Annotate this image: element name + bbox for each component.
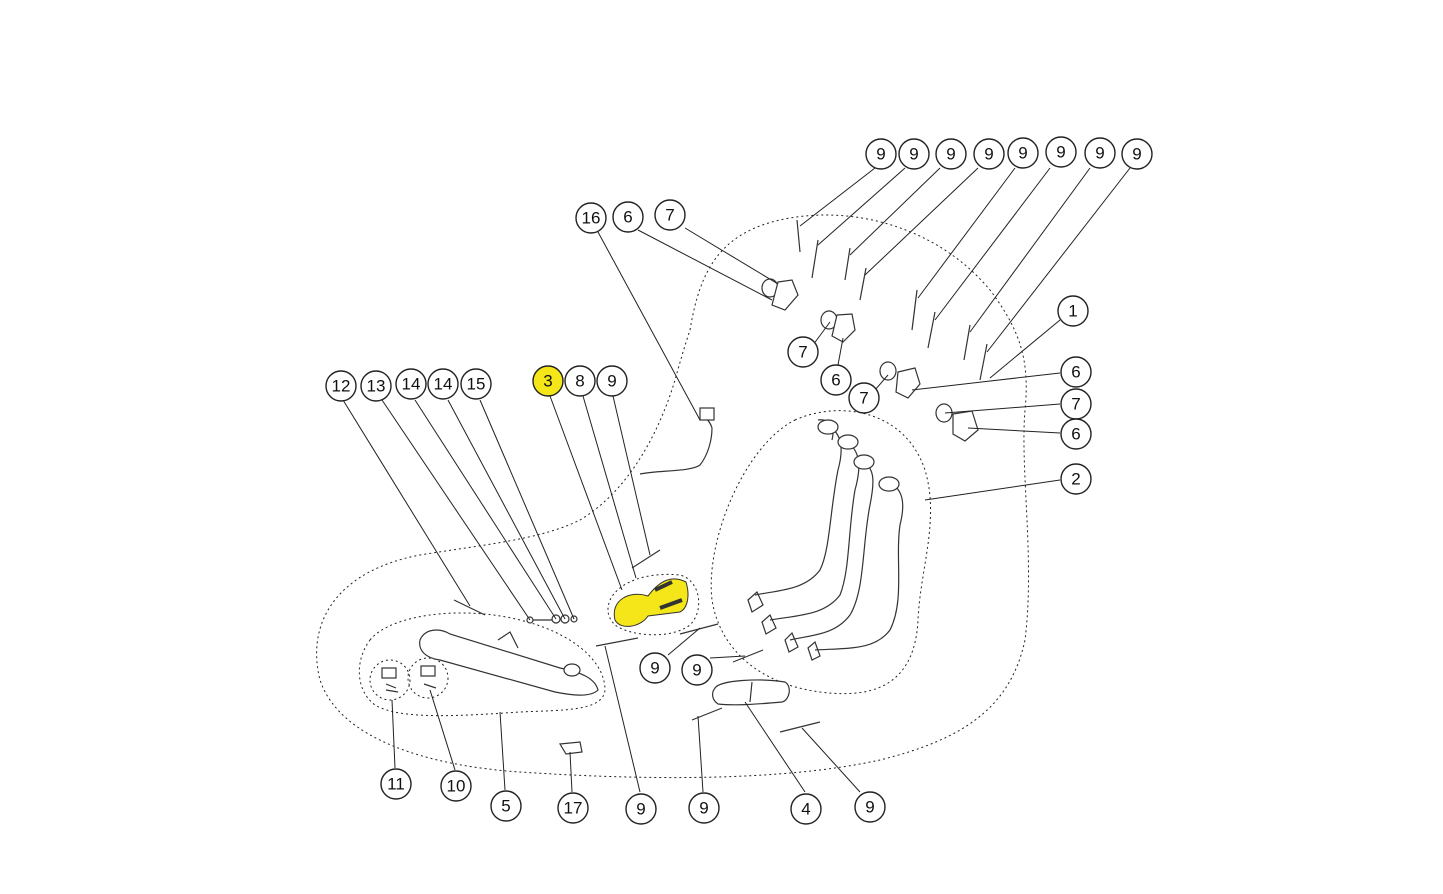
svg-text:12: 12	[332, 377, 351, 396]
part-label-4: 4	[790, 793, 822, 825]
svg-text:7: 7	[798, 343, 807, 362]
part-label-3-highlighted: 3	[532, 365, 564, 397]
part-label-6: 6	[820, 364, 852, 396]
part-label-16: 16	[575, 202, 607, 234]
endcap-11	[381, 667, 399, 693]
part-label-9: 9	[688, 792, 720, 824]
part-label-1: 1	[1057, 295, 1089, 327]
part-label-11: 11	[380, 768, 412, 800]
bracket-17	[558, 741, 583, 755]
endcap-boundary-10	[407, 657, 449, 699]
svg-text:9: 9	[865, 798, 874, 817]
svg-text:7: 7	[859, 389, 868, 408]
part-label-9: 9	[898, 138, 930, 170]
svg-text:16: 16	[582, 209, 601, 228]
header-pipes	[747, 419, 904, 661]
part-label-10: 10	[440, 770, 472, 802]
part-label-9: 9	[935, 138, 967, 170]
svg-text:9: 9	[650, 659, 659, 678]
link-pipe	[613, 578, 689, 627]
mid-pipe	[712, 679, 790, 706]
svg-text:5: 5	[501, 797, 510, 816]
flange-gasket-set	[761, 278, 979, 442]
svg-text:10: 10	[447, 777, 466, 796]
part-label-9: 9	[854, 791, 886, 823]
svg-text:3: 3	[543, 372, 552, 391]
svg-text:9: 9	[1018, 144, 1027, 163]
svg-text:9: 9	[1056, 143, 1065, 162]
svg-text:7: 7	[665, 206, 674, 225]
part-label-2: 2	[1060, 463, 1092, 495]
part-label-9: 9	[1045, 136, 1077, 168]
part-label-8: 8	[564, 365, 596, 397]
svg-text:2: 2	[1071, 470, 1080, 489]
part-label-6: 6	[1060, 356, 1092, 388]
part-label-6: 6	[1060, 418, 1092, 450]
leader-lines	[342, 167, 1131, 793]
part-label-9: 9	[865, 138, 897, 170]
part-label-5: 5	[490, 790, 522, 822]
assembly-boundary-outer	[316, 214, 1030, 779]
svg-text:9: 9	[607, 372, 616, 391]
part-label-9: 9	[625, 793, 657, 825]
part-label-6: 6	[612, 201, 644, 233]
sensor-connector	[699, 407, 715, 421]
svg-text:14: 14	[402, 375, 421, 394]
svg-text:9: 9	[692, 661, 701, 680]
svg-text:9: 9	[1132, 145, 1141, 164]
part-label-13: 13	[360, 370, 392, 402]
part-label-9: 9	[973, 138, 1005, 170]
part-label-7: 7	[1060, 388, 1092, 420]
part-label-7: 7	[787, 336, 819, 368]
svg-text:6: 6	[1071, 363, 1080, 382]
silencer	[419, 629, 599, 696]
svg-text:9: 9	[636, 800, 645, 819]
part-label-17: 17	[557, 792, 589, 824]
part-label-9: 9	[681, 654, 713, 686]
springs	[453, 219, 988, 733]
svg-text:6: 6	[1071, 425, 1080, 444]
svg-text:9: 9	[984, 145, 993, 164]
svg-text:1: 1	[1068, 302, 1077, 321]
svg-text:11: 11	[387, 775, 405, 794]
svg-text:9: 9	[909, 145, 918, 164]
part-label-9: 9	[639, 652, 671, 684]
header-boundary	[710, 410, 931, 695]
endcap-10	[420, 665, 437, 689]
part-label-14: 14	[395, 368, 427, 400]
svg-text:17: 17	[564, 799, 583, 818]
svg-text:13: 13	[367, 377, 386, 396]
part-label-9: 9	[1007, 137, 1039, 169]
svg-text:6: 6	[623, 208, 632, 227]
part-label-14: 14	[427, 368, 459, 400]
svg-text:15: 15	[467, 375, 486, 394]
part-label-7: 7	[654, 199, 686, 231]
part-label-7: 7	[848, 382, 880, 414]
part-label-15: 15	[460, 368, 492, 400]
svg-text:9: 9	[1095, 144, 1104, 163]
svg-text:9: 9	[699, 799, 708, 818]
svg-text:9: 9	[946, 145, 955, 164]
part-label-9: 9	[1121, 138, 1153, 170]
svg-text:4: 4	[801, 800, 810, 819]
bolt-washer-nut-set	[526, 614, 578, 624]
svg-text:7: 7	[1071, 395, 1080, 414]
svg-text:6: 6	[831, 371, 840, 390]
svg-text:9: 9	[876, 145, 885, 164]
part-label-12: 12	[325, 370, 357, 402]
endcap-boundary-11	[369, 659, 411, 701]
svg-text:14: 14	[434, 375, 453, 394]
part-label-9: 9	[1084, 137, 1116, 169]
svg-text:8: 8	[575, 372, 584, 391]
part-label-9: 9	[596, 365, 628, 397]
